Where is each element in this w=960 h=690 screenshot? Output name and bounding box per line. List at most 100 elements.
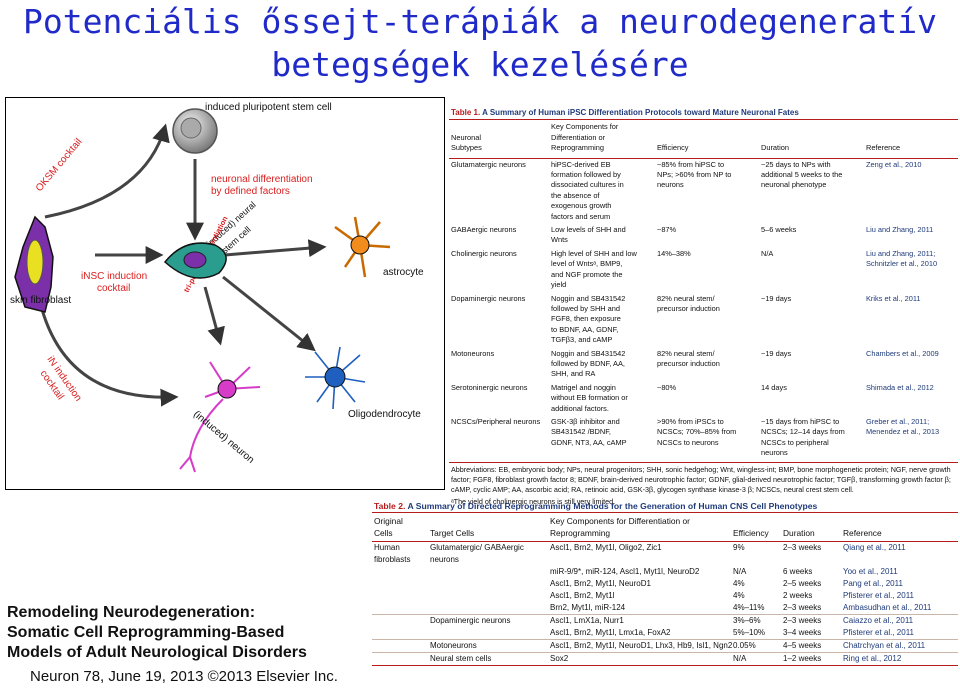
cell-line: Wnts (551, 235, 568, 245)
header-text: Key Components for Differentiation or (550, 516, 690, 526)
cell-line: neurons (430, 555, 459, 564)
table2-cell-dur: 2 weeks (783, 591, 813, 600)
cell-line: precursor induction (657, 358, 720, 368)
cell-line: ~19 days (761, 293, 792, 303)
cell-line: Dopaminergic neurons (430, 616, 511, 625)
table2-cell-dur: 3–4 weeks (783, 628, 822, 637)
cell-line: and NGF promote the (551, 269, 623, 279)
table2-cell-eff: N/A (733, 567, 747, 576)
cell-line: the absence of (551, 190, 600, 200)
cell-line: Liu and Zhang, 2011; (866, 248, 936, 258)
table2-rule-top (372, 512, 958, 513)
cell-line: Matrigel and noggin (551, 382, 616, 392)
table1-footnote: ᵃThe yield of cholinergic neurons is sti… (451, 496, 616, 506)
cell-line: additional 5 weeks to the (761, 170, 843, 180)
neural-stem-cell (163, 242, 227, 279)
cell-line: 14%–38% (657, 248, 691, 258)
table1-header-reference: Reference (866, 122, 958, 153)
cell-line: ~19 days (761, 348, 792, 358)
table2-cell-key: Ascl1, Brn2, Myt1l, Oligo2, Zic1 (550, 543, 662, 552)
table2-cell-ref: Yoo et al., 2011 (843, 567, 898, 576)
table2-cell-target (430, 578, 550, 590)
table2-cell-key: Ascl1, Brn2, Myt1l, Lmx1a, FoxA2 (550, 628, 671, 637)
citation: Neuron 78, June 19, 2013 ©2013 Elsevier … (30, 668, 338, 685)
table2-header-original: Original Cells (374, 515, 430, 539)
slide-title-line1: Potenciális őssejt-terápiák a neurodegen… (23, 2, 937, 41)
cell-line: followed by SHH and (551, 303, 621, 313)
cell-line: Shimada et al., 2012 (866, 382, 934, 392)
table2-cell-ref: Qiang et al., 2011 (843, 543, 906, 552)
table2-cell-origin (374, 640, 430, 652)
table1-cell: ~19 days (761, 349, 866, 380)
table1-caption-title: A Summary of Human iPSC Differentiation … (482, 108, 799, 117)
cell-line: NCSCs; 12–14 days from (761, 427, 845, 437)
table2-caption-label: Table 2. (374, 501, 406, 511)
table1-cell: 14%–38% (657, 249, 761, 291)
table1-header-efficiency: Efficiency (657, 122, 761, 153)
cell-line: TGFβ3, and cAMP (551, 335, 613, 345)
cell-line: ~85% from hiPSC to (657, 159, 725, 169)
cell-line: N/A (761, 248, 774, 258)
reprogramming-figure: induced pluripotent stem cell OKSM cockt… (5, 97, 445, 490)
table2-cell-key: Ascl1, Brn2, Myt1l, NeuroD1 (550, 579, 651, 588)
cell-line: without EB formation or (551, 393, 628, 403)
table2-cell-eff: 3%–6% (733, 616, 761, 625)
table1-cell: ~87% (657, 225, 761, 246)
table1-cell: Kriks et al., 2011 (866, 294, 958, 346)
table2-header-target: Target Cells (430, 515, 550, 539)
table2-cell-dur: 4–5 weeks (783, 641, 822, 650)
header-text: Target Cells (430, 528, 475, 538)
cell-line: SHH, and RA (551, 369, 596, 379)
arrow-nsc-to-oligodendrocyte (222, 275, 316, 352)
ipsc-label: induced pluripotent stem cell (205, 102, 332, 113)
cell-line: NPs; >60% from NP to (657, 170, 732, 180)
table2-cell-eff: 0.05% (733, 641, 756, 650)
oligodendrocyte-label: Oligodendrocyte (348, 409, 421, 420)
cell-line: GSK-3β inhibitor and (551, 416, 620, 426)
cell-line: Noggin and SB431542 (551, 293, 626, 303)
table1-cell: 14 days (761, 383, 866, 414)
cell-line: additional factors. (551, 403, 609, 413)
cell-line: ~87% (657, 225, 677, 235)
astrocyte-label: astrocyte (383, 267, 424, 278)
table1-caption-label: Table 1. (451, 108, 481, 117)
table2-cell-origin (374, 566, 430, 578)
table1-cell: GABAergic neurons (451, 225, 517, 235)
ipsc-cell (172, 108, 218, 154)
oligodendrocyte-cell (305, 346, 366, 410)
table1-cell: Cholinergic neurons (451, 248, 517, 258)
table2-cell-ref: Caiazzo et al., 2011 (843, 616, 914, 625)
cell-line: precursor induction (657, 303, 720, 313)
table2-row: miR-9/9*, miR-124, Ascl1, Myt1l, NeuroD2… (372, 566, 958, 578)
header-text: Key Components for (551, 122, 619, 132)
header-text: Reprogramming (551, 143, 604, 153)
table2-cell-dur: 6 weeks (783, 567, 813, 576)
table1-cell: Motoneurons (451, 348, 495, 358)
cell-line: FGF8, then exposure (551, 314, 621, 324)
paper-title-line: Models of Adult Neurological Disorders (7, 644, 307, 661)
insc-label-2: cocktail (97, 283, 130, 294)
table1-header-duration: Duration (761, 122, 866, 153)
arrow-fibroblast-to-neuron (38, 301, 179, 407)
cell-line: neurons (657, 180, 684, 190)
table2-cell-origin (374, 578, 430, 590)
header-text: Original (374, 516, 403, 526)
table2-cell-dur: 2–3 weeks (783, 543, 822, 552)
cell-line: yield (551, 280, 567, 290)
cell-line: Kriks et al., 2011 (866, 293, 921, 303)
cell-line: formation followed by (551, 170, 621, 180)
table1-rule-header (449, 157, 958, 159)
cell-line: neurons (761, 448, 788, 458)
table2-cell-ref: Pang et al., 2011 (843, 579, 903, 588)
